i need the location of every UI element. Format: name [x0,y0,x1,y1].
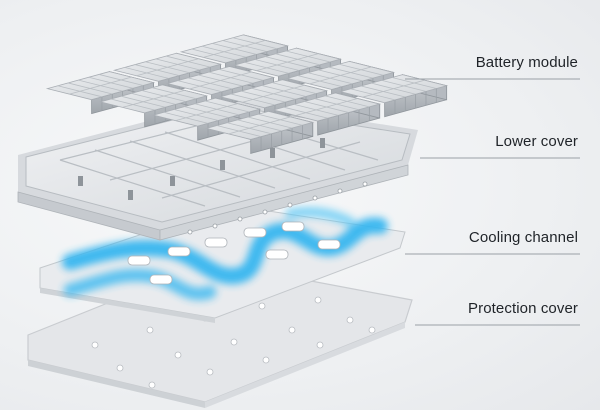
battery-module-label: Battery module [475,54,578,71]
protection-cover-label: Protection cover [468,300,578,317]
battery-modules [45,34,449,154]
leader-lines [405,78,580,326]
battery-module-block [204,110,315,154]
cooling-channel-label: Cooling channel [468,229,578,246]
battery-module-block [338,74,449,118]
battery-module-block [271,92,382,136]
lower-cover-label: Lower cover [495,133,578,150]
